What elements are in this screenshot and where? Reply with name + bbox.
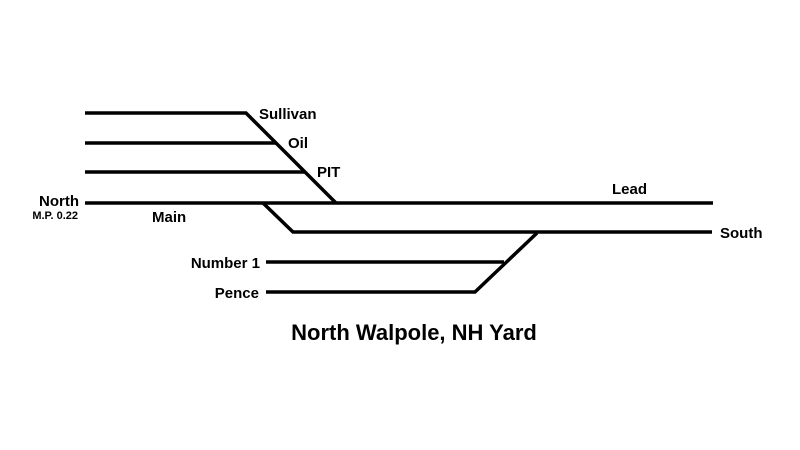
north-direction-label: North xyxy=(39,193,79,210)
track-lines xyxy=(85,111,713,294)
south-direction-label: South xyxy=(720,225,763,242)
sullivan-track-label: Sullivan xyxy=(259,106,317,123)
south-track-line xyxy=(261,201,712,234)
lead-track-label: Lead xyxy=(612,181,647,198)
sullivan-track-line xyxy=(85,111,338,205)
main-track-label: Main xyxy=(152,209,186,226)
pence-track-line xyxy=(266,231,539,294)
pit-track-label: PIT xyxy=(317,164,340,181)
oil-track-label: Oil xyxy=(288,135,308,152)
number-1-track-label: Number 1 xyxy=(191,255,260,272)
diagram-title: North Walpole, NH Yard xyxy=(291,320,537,345)
milepost-label: M.P. 0.22 xyxy=(32,210,78,222)
track-labels: Sullivan Oil PIT North M.P. 0.22 Main Le… xyxy=(32,106,762,302)
pence-track-label: Pence xyxy=(215,285,259,302)
